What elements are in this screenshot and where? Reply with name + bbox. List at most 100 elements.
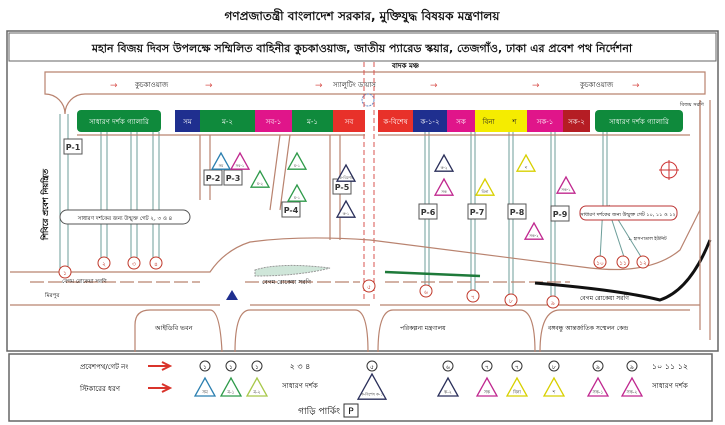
gate-number: ১২ bbox=[639, 260, 647, 267]
parking-area bbox=[507, 203, 527, 220]
road-label-right: বেগম রোকেয়া সরণি bbox=[580, 295, 629, 302]
seating-block bbox=[292, 110, 333, 132]
sticker-marker-triangle bbox=[249, 169, 271, 188]
gate-marker bbox=[636, 255, 650, 269]
legend-sticker-label: সক bbox=[483, 390, 491, 396]
legend-gate-circle bbox=[592, 360, 604, 372]
gate-marker bbox=[58, 265, 72, 279]
gate-number: ১১ bbox=[619, 260, 627, 267]
parking-area bbox=[223, 169, 243, 186]
bijoy-sarani-label: বিজয় সরণি bbox=[679, 102, 705, 108]
map-subtitle: মহান বিজয় দিবস উপলক্ষে সম্মিলিত বাহিনীর… bbox=[91, 41, 633, 56]
parking-area bbox=[281, 201, 301, 218]
legend-gate-circle bbox=[225, 360, 237, 372]
compass-icon bbox=[659, 160, 679, 180]
svg-text:→: → bbox=[110, 81, 118, 91]
sticker-marker-label: ম-১ bbox=[293, 195, 301, 200]
gate-marker bbox=[419, 284, 433, 298]
left-gallery-label: সাধারণ দর্শক গ্যালারি bbox=[88, 118, 149, 126]
gate-marker bbox=[127, 256, 141, 270]
parking-area bbox=[467, 203, 487, 220]
legend-sticker-label: ক-২ bbox=[443, 391, 452, 396]
svg-text:→: → bbox=[532, 81, 540, 91]
legend-item: ১সম bbox=[193, 360, 217, 397]
legend-item: ১ম-২ bbox=[245, 360, 269, 397]
gate-number: ৫ bbox=[367, 284, 371, 291]
legend-gate-number: ৭ bbox=[515, 364, 519, 371]
legend-gate-number: ৭ bbox=[485, 364, 489, 371]
parking-label: P-2 bbox=[206, 174, 221, 183]
legend-arrow-icon bbox=[148, 361, 173, 393]
gate-number: ১০ bbox=[596, 260, 604, 267]
seating-block bbox=[175, 110, 200, 132]
road-label-left: বেগম রোকেয়া সরণি bbox=[62, 278, 107, 285]
idb-label: আইডিবি ভবন bbox=[154, 324, 194, 332]
bicc-label: বঙ্গবন্ধু আন্তর্জাতিক সম্মেলন কেন্দ্র bbox=[547, 325, 628, 332]
seating-block bbox=[527, 110, 563, 132]
sticker-marker-triangle bbox=[474, 177, 496, 196]
legend-gate-circle bbox=[366, 360, 378, 372]
legend-gate-circle bbox=[442, 360, 454, 372]
hospital-label: ১. হাসপাতাল ইউনিট bbox=[628, 235, 667, 242]
parking-legend-symbol: P bbox=[348, 407, 354, 417]
legend-item: ৭ সক bbox=[475, 360, 499, 397]
legend-sticker-label: সক-২ bbox=[626, 390, 638, 396]
seating-block-label: ক-১-২ bbox=[419, 118, 439, 126]
legend-gate-circle bbox=[626, 360, 638, 372]
police-triangle-icon bbox=[226, 290, 238, 300]
parking-area bbox=[418, 203, 438, 220]
legend-item: ৮শ bbox=[542, 360, 566, 397]
legend-item: ২ ৩ ৪সাধারণ দর্শক bbox=[281, 362, 318, 390]
sticker-marker-triangle bbox=[335, 163, 357, 182]
gate-number: ৩ bbox=[132, 261, 136, 268]
legend-gate-circle bbox=[481, 360, 493, 372]
sticker-marker-label: সম bbox=[218, 163, 225, 168]
sticker-marker-label: ম-২ bbox=[256, 181, 264, 186]
legend-sticker-triangle bbox=[356, 372, 388, 400]
legend-gate-circle bbox=[199, 360, 211, 372]
gate-number: ৪ bbox=[154, 261, 158, 268]
parking-label: P-5 bbox=[335, 183, 350, 192]
sticker-marker-label: সক-১ bbox=[560, 187, 571, 192]
legend-item: ৭বিনা bbox=[505, 360, 529, 397]
seating-block-label: বিনা bbox=[481, 118, 495, 126]
subtitle-box bbox=[8, 32, 717, 62]
sticker-marker-label: বিনা bbox=[481, 189, 490, 194]
sticker-marker-triangle bbox=[286, 151, 308, 170]
legend-gate-label: প্রবেশপথ/গেট নং bbox=[80, 362, 128, 371]
legend-sticker-triangle bbox=[193, 376, 217, 397]
gate-number: ৮ bbox=[509, 298, 513, 305]
sticker-marker-label: সক-২ bbox=[528, 233, 539, 238]
seating-block bbox=[475, 110, 502, 132]
gate-marker bbox=[504, 293, 518, 307]
legend-sticker-text: সাধারণ দর্শক bbox=[281, 382, 318, 390]
gate-marker bbox=[593, 255, 607, 269]
legend-sticker-triangle bbox=[219, 376, 243, 397]
seating-block-label: সব-১ bbox=[265, 118, 282, 126]
legend-gate-number: ৬ bbox=[446, 364, 450, 371]
right-open-gates-text: সাধারণ দর্শকের জন্য উন্মুক্ত গেট ১০, ১১ … bbox=[579, 211, 676, 218]
sticker-marker-triangle bbox=[555, 175, 577, 194]
seating-block-label: সম bbox=[182, 118, 192, 126]
seating-block bbox=[563, 110, 590, 132]
planning-ministry-label: পরিকল্পনা মন্ত্রণালয় bbox=[400, 325, 446, 332]
sticker-marker-triangle bbox=[433, 177, 455, 196]
sticker-marker-label: ম-১ bbox=[293, 163, 301, 168]
legend-sticker-text: সাধারণ দর্শক bbox=[651, 382, 688, 390]
legend-item: ৫ক-বিশেষ ক-১ bbox=[356, 360, 388, 400]
gate-number: ১ bbox=[63, 270, 67, 277]
seating-block bbox=[255, 110, 292, 132]
seating-block bbox=[378, 110, 413, 132]
saluting-dais-label: স্যালুটিং ডায়াস bbox=[332, 80, 376, 89]
seating-block-label: সব bbox=[344, 118, 354, 126]
parking-area bbox=[63, 138, 83, 155]
sticker-marker-triangle bbox=[335, 199, 357, 218]
parking-label: P-9 bbox=[553, 210, 568, 219]
sticker-marker-label: ক-২ bbox=[440, 165, 448, 170]
legend-sticker-triangle bbox=[245, 376, 269, 397]
legend-sticker-triangle bbox=[620, 376, 644, 397]
sticker-marker-triangle bbox=[286, 183, 308, 202]
seating-block-label: ম-২ bbox=[221, 118, 233, 126]
seating-block-label: সক-২ bbox=[567, 118, 585, 126]
